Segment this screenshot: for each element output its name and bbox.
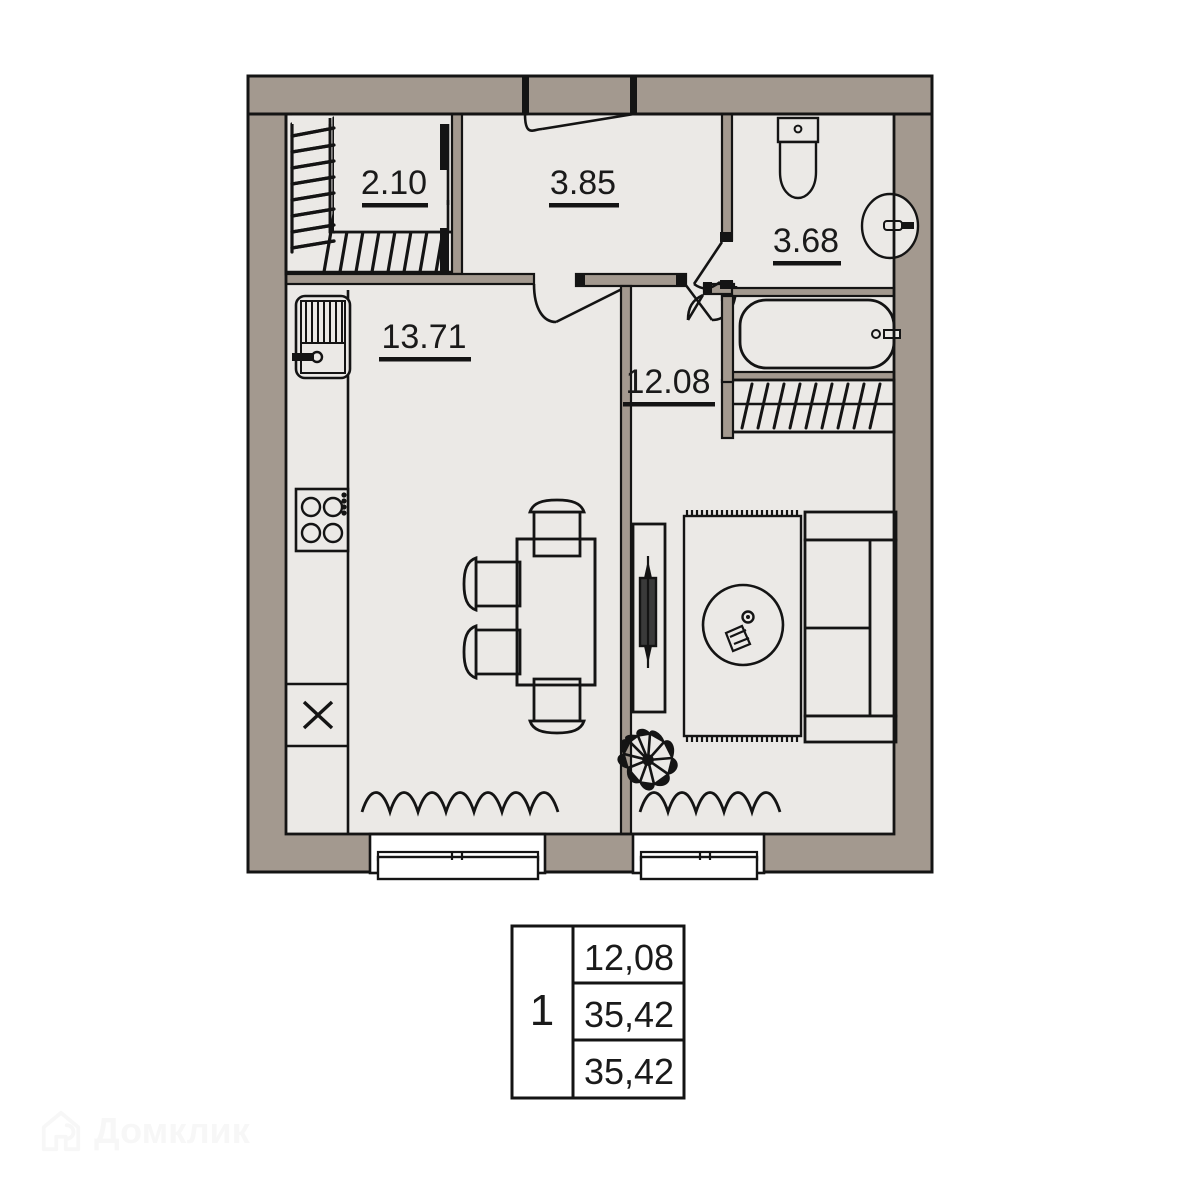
- label-bathroom-area: 3.68: [773, 222, 839, 260]
- livingroom-curtain: [638, 791, 782, 817]
- tv-stand-icon: [631, 522, 667, 714]
- interior-wall-hall-living: [574, 272, 688, 836]
- livingroom-furniture: [617, 510, 898, 817]
- kitchen-room: [286, 290, 597, 834]
- kitchen-door-swing: [532, 282, 633, 324]
- wardrobe-room: [284, 112, 460, 276]
- livingroom-window: [631, 832, 766, 881]
- interior-wall-closet-hall: [450, 112, 464, 276]
- livingroom-wardrobe: [720, 294, 896, 440]
- summary-living-area: 12,08: [584, 937, 674, 978]
- bathroom-room: [730, 116, 920, 382]
- wardrobe-door-jambs: [440, 124, 450, 274]
- bathtub-icon: [738, 298, 901, 370]
- room-area-labels: 2.10 3.85 3.68 13.71 12.08: [361, 164, 841, 407]
- dining-table-icon: [515, 537, 597, 687]
- watermark-text: Домклик: [94, 1110, 250, 1151]
- bathroom-door-swings: [686, 241, 724, 321]
- kitchen-sink-icon: [292, 294, 352, 380]
- summary-rooms-count: 1: [530, 986, 554, 1035]
- washing-machine-icon: [286, 682, 348, 748]
- toilet-icon: [776, 116, 820, 200]
- kitchen-window: [368, 832, 547, 881]
- kitchen-curtain: [360, 791, 560, 817]
- interior-outline: [284, 112, 896, 836]
- watermark: Домклик: [38, 1108, 250, 1154]
- summary-total-area: 35,42: [584, 994, 674, 1035]
- summary-total-with-balcony: 35,42: [584, 1051, 674, 1092]
- entrance-door-swing: [523, 112, 635, 132]
- interior-wall-closet-kitchen: [284, 272, 536, 286]
- label-hall-area: 3.85: [550, 164, 616, 202]
- dining-chair: [462, 498, 586, 735]
- label-wardrobe-area: 2.10: [361, 164, 427, 202]
- sink-icon: [860, 192, 920, 260]
- sofa-icon: [803, 510, 898, 744]
- label-livingroom-area: 12.08: [625, 363, 710, 401]
- coffee-table-icon: [701, 583, 785, 667]
- entry-wall-segments: [246, 74, 934, 116]
- plant-icon: [617, 728, 678, 791]
- label-kitchen-area: 13.71: [381, 318, 466, 356]
- summary-table: 1 12,08 35,42 35,42: [510, 924, 686, 1100]
- stove-icon: [294, 487, 350, 553]
- house-logo-icon: [41, 1110, 81, 1152]
